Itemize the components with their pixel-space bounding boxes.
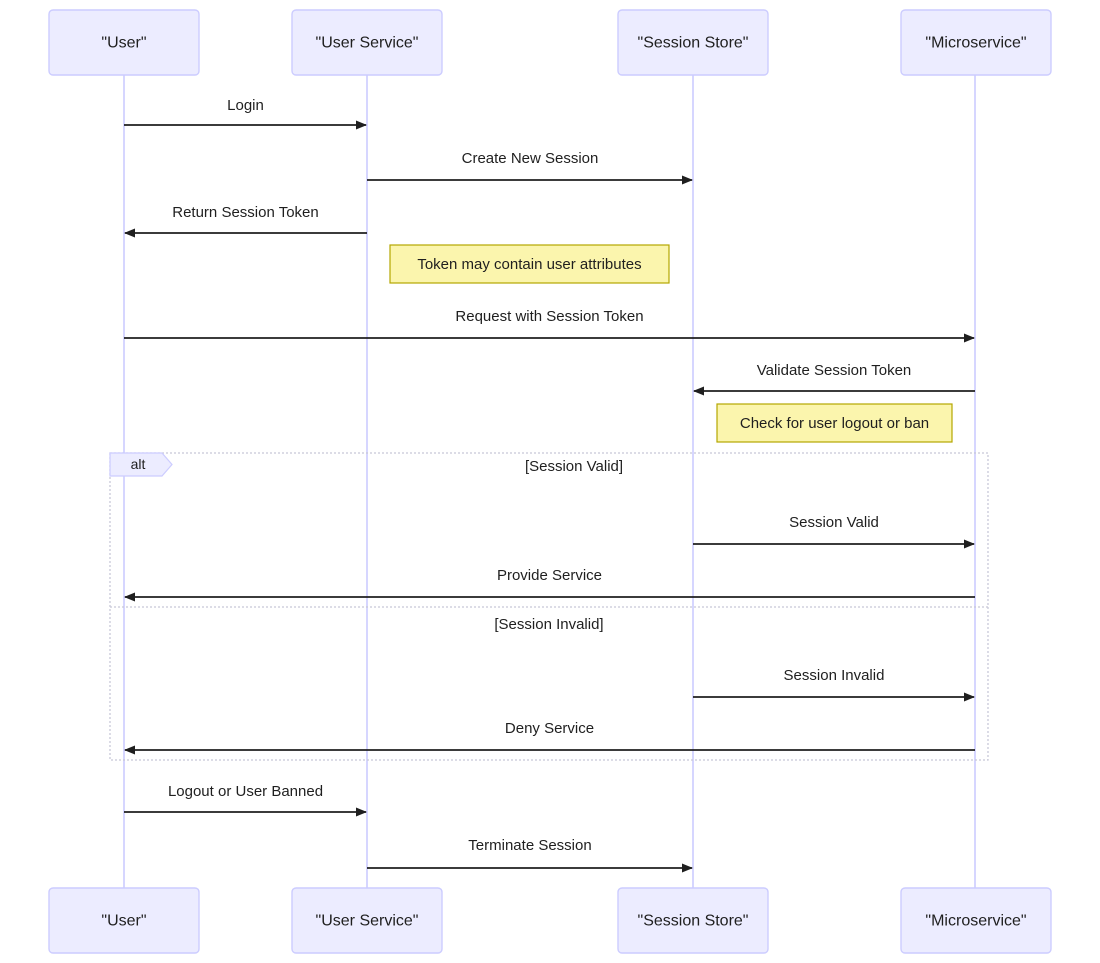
message-label-m1: Login xyxy=(227,97,264,114)
message-label-m4: Request with Session Token xyxy=(455,308,643,325)
participant-label-user: "User" xyxy=(101,35,146,52)
note-box-n2 xyxy=(716,403,953,443)
message-label-m9: Deny Service xyxy=(505,720,594,737)
participant-box-user_service_f[interactable] xyxy=(291,887,443,954)
participant-box-session_store[interactable] xyxy=(617,9,769,76)
alt-fragment-outline xyxy=(109,452,989,761)
participant-label-user_service_f: "User Service" xyxy=(316,913,419,930)
participant-label-session_store_f: "Session Store" xyxy=(638,913,749,930)
participant-label-user_service: "User Service" xyxy=(316,35,419,52)
note-box-n1 xyxy=(389,244,670,284)
message-label-m5: Validate Session Token xyxy=(757,362,912,379)
message-label-m3: Return Session Token xyxy=(172,204,318,221)
message-label-m8: Session Invalid xyxy=(784,667,885,684)
participant-box-microservice[interactable] xyxy=(900,9,1052,76)
message-label-m11: Terminate Session xyxy=(468,837,591,854)
participant-box-microservice_f[interactable] xyxy=(900,887,1052,954)
participant-label-microservice: "Microservice" xyxy=(925,35,1026,52)
participant-label-user_f: "User" xyxy=(101,913,146,930)
participant-box-user_f[interactable] xyxy=(48,887,200,954)
participant-label-session_store: "Session Store" xyxy=(638,35,749,52)
note-label-n1: Token may contain user attributes xyxy=(417,256,641,273)
lifelines-group xyxy=(123,75,976,888)
alt-fragment-keyword: alt xyxy=(131,456,146,472)
alt-condition-label-1: [Session Invalid] xyxy=(494,616,603,633)
header-participants-group: "User" "User Service" "Session Store" "Micr… xyxy=(48,9,1052,76)
participant-box-session_store_f[interactable] xyxy=(617,887,769,954)
participant-label-microservice_f: "Microservice" xyxy=(925,913,1026,930)
note-label-n2: Check for user logout or ban xyxy=(740,415,929,432)
message-label-m6: Session Valid xyxy=(789,514,879,531)
participant-box-user_service[interactable] xyxy=(291,9,443,76)
footer-participants-group: "User" "User Service" "Session Store" "Micr… xyxy=(48,887,1052,954)
message-label-m7: Provide Service xyxy=(497,567,602,584)
alt-condition-label-0: [Session Valid] xyxy=(525,458,623,475)
alt-fragment-group: alt [Session Valid] [Session Invalid] xyxy=(109,452,989,761)
alt-fragment-tab xyxy=(109,452,173,477)
participant-box-user[interactable] xyxy=(48,9,200,76)
message-label-m10: Logout or User Banned xyxy=(168,783,323,800)
message-label-m2: Create New Session xyxy=(462,150,599,167)
